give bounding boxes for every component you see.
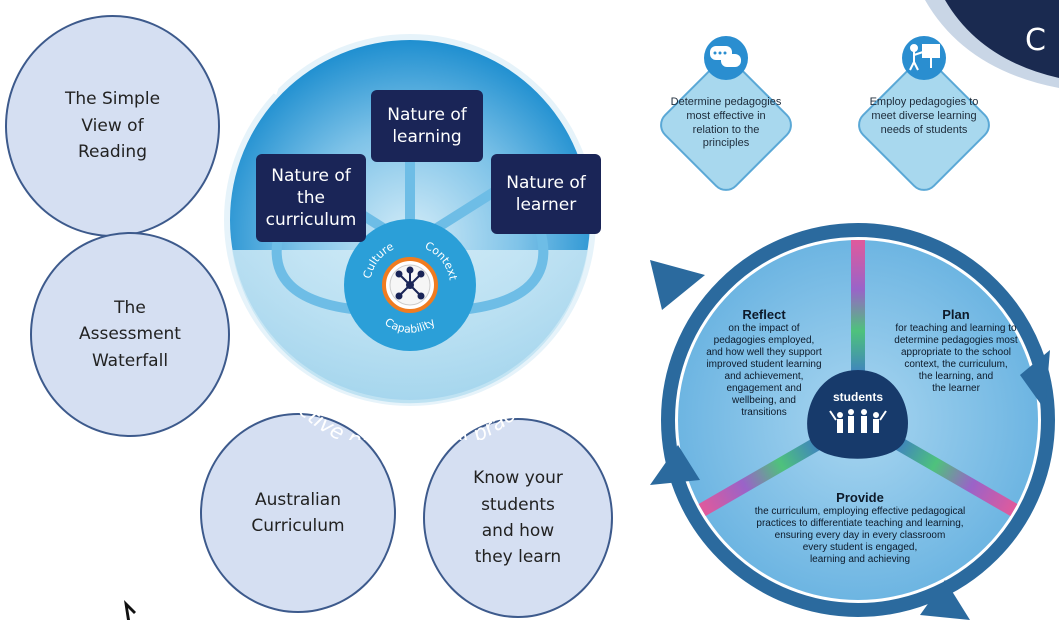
assessment-waterfall-bubble: The Assessment Waterfall: [30, 232, 230, 437]
know-students-bubble: Know your students and how they learn: [423, 418, 613, 618]
plan-title: Plan: [942, 307, 970, 322]
chat-bubbles-icon: [710, 46, 741, 67]
simple-view-bubble: The Simple View of Reading: [5, 15, 220, 237]
corner-mark: [124, 600, 136, 620]
know-students-label: Know your students and how they learn: [473, 468, 563, 568]
cycle-ring: [661, 223, 1055, 617]
network-icon: [395, 266, 425, 300]
central-pedagogy-diagram: Differentiated teaching and learning Eff…: [224, 0, 596, 440]
cycle-diagram: students: [650, 223, 1055, 620]
nature-of-learning-label: Nature of learning: [387, 104, 467, 147]
provide-section: Provide the curriculum, employing effect…: [715, 490, 1005, 566]
students-center: [807, 370, 908, 459]
spoke-right: [889, 433, 1018, 517]
reflect-title: Reflect: [742, 307, 786, 322]
reflect-section: Reflect on the impact of pedagogies empl…: [685, 307, 843, 419]
nature-of-learner-label: Nature of learner: [506, 172, 586, 215]
plan-body: for teaching and learning to determine p…: [894, 322, 1018, 394]
capability-label: Capability: [382, 315, 438, 336]
plan-section: Plan for teaching and learning to determ…: [870, 307, 1042, 395]
cycle-arrow: [650, 260, 705, 310]
assessment-waterfall-label: The Assessment Waterfall: [79, 297, 181, 371]
simple-view-label: The Simple View of Reading: [64, 89, 161, 163]
corner-logo: C: [925, 0, 1059, 88]
nature-of-learner-box: Nature of learner: [491, 154, 601, 234]
diamond-determine: [660, 36, 792, 191]
reflect-body: on the impact of pedagogies employed, an…: [706, 322, 822, 418]
students-group-icon: [829, 409, 887, 433]
students-label: students: [833, 390, 883, 404]
cycle-arrow: [650, 445, 700, 485]
spoke-left: [698, 433, 827, 517]
employ-pedagogies-text: Employ pedagogies to meet diverse learni…: [869, 96, 979, 136]
corner-logo-letter: C: [1025, 23, 1046, 58]
australian-curriculum-bubble: Australian Curriculum: [200, 413, 396, 613]
nature-of-curriculum-box: Nature of the curriculum: [256, 154, 366, 242]
svg-text:Capability: Capability: [382, 315, 438, 336]
australian-curriculum-label: Australian Curriculum: [251, 489, 345, 536]
nature-of-curriculum-label: Nature of the curriculum: [265, 165, 357, 231]
spoke-top: [851, 240, 865, 380]
provide-title: Provide: [836, 490, 884, 505]
teacher-board-icon: [909, 44, 940, 71]
determine-pedagogies-text: Determine pedagogies most effective in r…: [670, 96, 782, 150]
diamond-employ: [858, 36, 990, 191]
cycle-arrow: [920, 580, 970, 620]
cycle-arrow: [1020, 350, 1050, 410]
provide-body: the curriculum, employing effective peda…: [754, 505, 966, 565]
nature-of-learning-box: Nature of learning: [371, 90, 483, 162]
